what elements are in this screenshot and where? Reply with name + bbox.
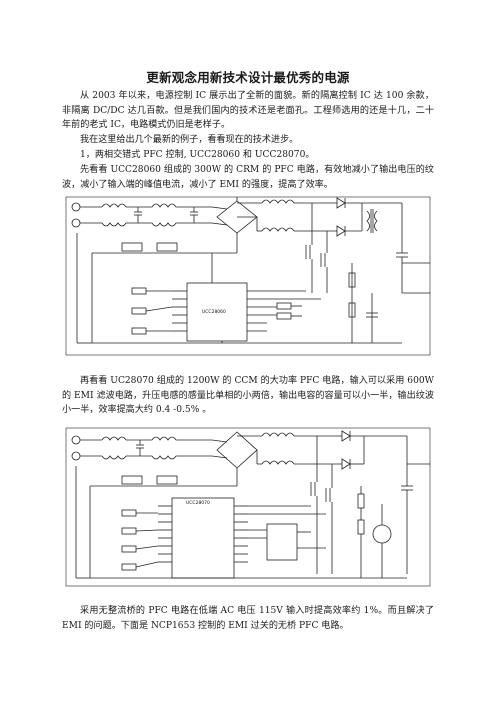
schematic-figure-ucc28060: UCC28060: [62, 193, 434, 359]
paragraph-uc28070: 再看看 UC28070 组成的 1200W 的 CCM 的大功率 PFC 电路，…: [62, 376, 434, 415]
document-title: 更新观念用新技术设计最优秀的电源: [146, 70, 350, 85]
schematic-drawing: UCC28070: [65, 427, 431, 587]
schematic-drawing: UCC28060: [65, 196, 431, 356]
ic-label-ucc28070: UCC28070: [186, 500, 210, 506]
paragraph-bridgeless-pfc: 采用无整流桥的 PFC 电路在低端 AC 电压 115V 输入时提高效率约 1%…: [62, 606, 434, 631]
schematic-figure-ucc28070: UCC28070: [62, 424, 434, 590]
paragraph-ucc28060: 先看看 UCC28060 组成的 300W 的 CRM 的 PFC 电路，有效地…: [62, 165, 434, 190]
paragraph-intro: 从 2003 年以来，电源控制 IC 展示出了全新的面貌。新的隔离控制 IC 达…: [62, 91, 434, 130]
paragraph-section-1: 1，两相交错式 PFC 控制, UCC28060 和 UCC28070。: [80, 150, 315, 160]
paragraph-examples: 我在这里给出几个最新的例子，看看现在的技术进步。: [80, 135, 299, 145]
ic-label-ucc28060: UCC28060: [202, 309, 226, 315]
